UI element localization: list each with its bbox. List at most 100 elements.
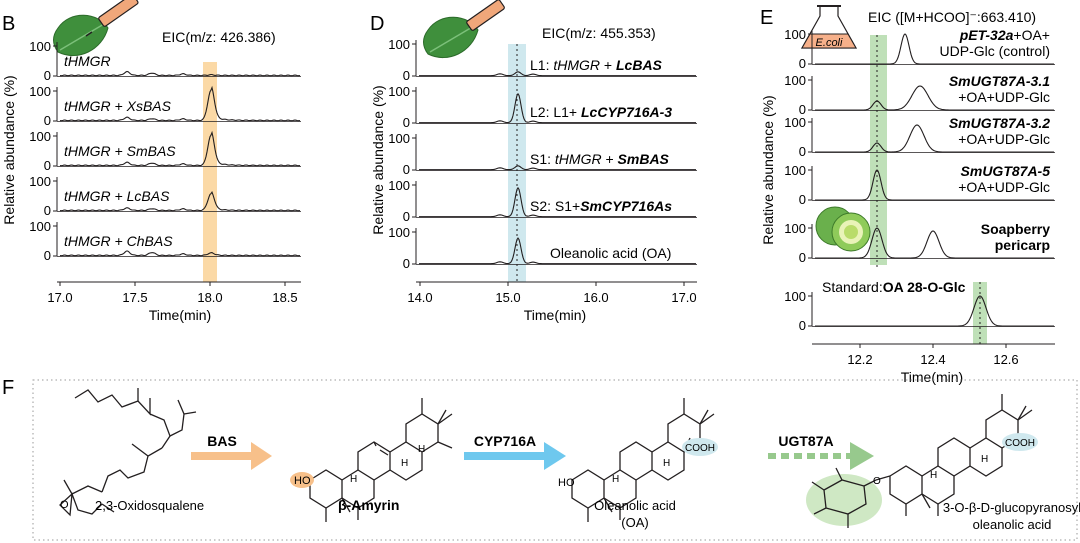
compound-label-oleanolic-acid: Oleanolic acid: [594, 498, 676, 513]
carboxyl-label: COOH: [1005, 438, 1035, 449]
rt-highlight-band: [203, 62, 217, 282]
ugt87a-arrow: [768, 442, 874, 470]
trace-label-prefix: S2: S1+: [530, 198, 580, 214]
trace-label: tHMGR + ChBAS: [64, 233, 173, 249]
enzyme-label-cyp716a: CYP716A: [474, 433, 536, 449]
y-tick-label: 100: [784, 73, 806, 88]
trace-label-prefix: L2: L1+: [530, 104, 581, 120]
trace-label: SmUGT87A-3.1: [949, 73, 1050, 89]
chromatogram-trace: [419, 186, 696, 218]
chromatogram-trace: [59, 130, 301, 167]
y-tick-label: 100: [784, 221, 806, 236]
ecoli-label: E.coli: [816, 37, 843, 49]
trace-label-strain: tHMGR: [64, 143, 111, 159]
y-tick-label: 0: [403, 68, 410, 83]
trace-label: Oleanolic acid (OA): [550, 245, 671, 261]
y-tick-label: 0: [44, 203, 51, 218]
y-tick-label: 0: [403, 162, 410, 177]
y-tick-label: 0: [403, 115, 410, 130]
carboxyl-label: COOH: [685, 443, 715, 454]
chromatogram-trace: [815, 295, 1054, 327]
trace-label-enzyme: LcBAS: [616, 57, 663, 73]
compound-label-oxidosqualene: 2,3-Oxidosqualene: [95, 498, 204, 513]
y-tick-label: 100: [29, 129, 51, 144]
hydrogen-label: H: [930, 470, 937, 481]
trace-label-prefix: S1:: [530, 151, 555, 167]
y-tick-label: 0: [403, 256, 410, 271]
soapberry-fruit-icon: [815, 206, 871, 252]
y-tick-label: 0: [799, 144, 806, 159]
x-axis-label: Time(min): [524, 307, 586, 323]
trace-label: L2: L1+ LcCYP716A-3: [530, 104, 672, 120]
hydrogen-label: H: [418, 444, 425, 455]
trace-label-line2: pericarp: [995, 237, 1050, 253]
x-tick-label: 18.0: [197, 290, 222, 305]
trace-label-enzyme: + LcBAS: [111, 188, 170, 204]
trace-label-compound: OA 28-O-Glc: [883, 279, 966, 295]
y-tick-label: 0: [44, 248, 51, 263]
x-tick-label: 17.0: [47, 290, 72, 305]
trace-label-line2: +OA+UDP-Glc: [958, 179, 1050, 195]
x-tick-label: 14.0: [407, 290, 432, 305]
chromatogram-trace: [59, 70, 301, 77]
y-tick-label: 100: [784, 115, 806, 130]
carboxyl-highlight: [1002, 433, 1038, 451]
y-tick-label: 100: [784, 163, 806, 178]
x-tick-label: 17.0: [671, 290, 696, 305]
panel-b-letter: B: [2, 13, 15, 35]
hydroxyl-label: HO: [294, 475, 311, 487]
y-tick-label: 100: [388, 37, 410, 52]
trace-label-prefix: Standard:: [822, 279, 883, 295]
panel-d-letter: D: [370, 13, 384, 35]
hydrogen-label: H: [401, 458, 408, 469]
carboxyl-highlight: [682, 438, 718, 456]
leaf-syringe-icon: [53, 0, 139, 57]
trace-label-name: SmUGT87A-5: [961, 163, 1051, 179]
y-tick-label: 0: [799, 102, 806, 117]
eic-label: EIC ([M+HCOO]⁻:663.410): [868, 9, 1036, 25]
chromatogram-trace: [419, 92, 696, 124]
trace-label-enzyme: LcCYP716A-3: [581, 104, 672, 120]
trace-label: Soapberry: [981, 221, 1050, 237]
trace-label-strain: tHMGR: [553, 57, 600, 73]
chromatogram-trace: [419, 237, 696, 265]
trace-label-strain: tHMGR: [64, 53, 111, 69]
hydrogen-label: H: [981, 454, 988, 465]
y-tick-label: 100: [388, 84, 410, 99]
x-tick-label: 12.6: [993, 352, 1018, 367]
trace-label-name: SmUGT87A-3.1: [949, 73, 1050, 89]
panel-e-letter: E: [760, 7, 773, 29]
beta-amyrin-structure: [309, 398, 453, 522]
y-tick-label: 0: [799, 192, 806, 207]
chromatogram-trace: [815, 33, 1054, 65]
chromatogram-trace: [419, 71, 696, 77]
trace-label: tHMGR + SmBAS: [64, 143, 176, 159]
trace-label-extra: +OA+: [1013, 27, 1050, 43]
chromatogram-trace: [815, 85, 1054, 111]
compound-label-glucosyl: 3-O-β-D-glucopyranosyl: [943, 500, 1080, 515]
y-tick-label: 100: [388, 178, 410, 193]
glucose-highlight: [806, 474, 882, 526]
compound-label-oa: (OA): [621, 515, 648, 530]
trace-label: S2: S1+SmCYP716As: [530, 198, 672, 214]
y-axis-label: Relative abundance (%): [1, 75, 17, 224]
trace-label-strain: tHMGR: [64, 98, 111, 114]
y-tick-label: 0: [44, 158, 51, 173]
x-tick-label: 12.2: [847, 352, 872, 367]
y-tick-label: 0: [799, 250, 806, 265]
trace-label: tHMGR + XsBAS: [64, 98, 172, 114]
panel-f: F O 2,3-Oxidosqualene BAS: [2, 377, 1080, 541]
y-tick-label: 0: [799, 318, 806, 333]
trace-label-enzyme: + SmBAS: [111, 143, 177, 159]
hydrogen-label: H: [350, 474, 357, 485]
trace-label-strain: tHMGR: [555, 151, 602, 167]
trace-label-prefix: Oleanolic acid (OA): [550, 245, 671, 261]
trace-label-name: SmUGT87A-3.2: [949, 115, 1050, 131]
glycosidic-o-label: O: [873, 476, 881, 487]
x-tick-label: 15.0: [495, 290, 520, 305]
x-tick-label: 18.5: [272, 290, 297, 305]
enzyme-label-ugt87a: UGT87A: [778, 433, 833, 449]
trace-label-strain: tHMGR: [64, 233, 111, 249]
y-tick-label: 100: [388, 225, 410, 240]
